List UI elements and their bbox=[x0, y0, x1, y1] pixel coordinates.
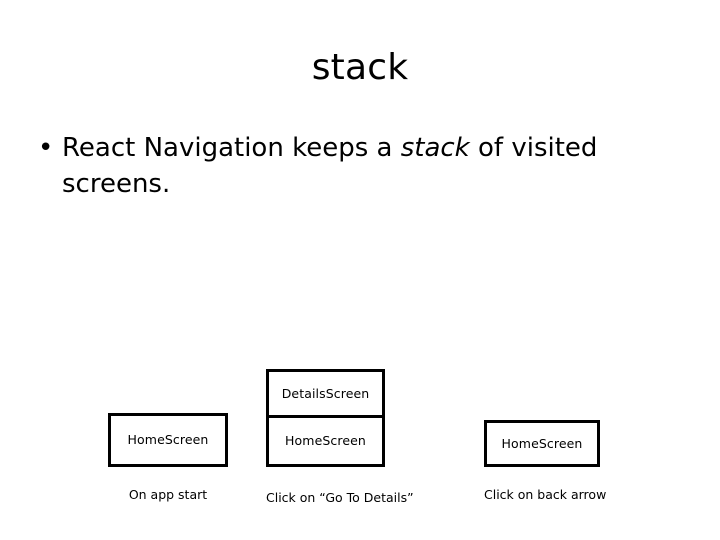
stack-group-back-arrow: HomeScreen Click on back arrow bbox=[484, 420, 607, 503]
stack-frame-homescreen: HomeScreen bbox=[266, 415, 385, 467]
stack-frame-homescreen: HomeScreen bbox=[108, 413, 228, 467]
stack-frames: HomeScreen bbox=[484, 420, 600, 467]
stack-frames: DetailsScreen HomeScreen bbox=[266, 369, 385, 467]
bullet-item: • React Navigation keeps a stack of visi… bbox=[28, 130, 648, 202]
bullet-text-before: React Navigation keeps a bbox=[62, 133, 401, 163]
stack-frame-homescreen: HomeScreen bbox=[484, 420, 600, 467]
stack-group-caption: Click on “Go To Details” bbox=[266, 490, 414, 505]
bullet-text-after: of visited screens. bbox=[62, 133, 598, 199]
stack-frame-detailsscreen: DetailsScreen bbox=[266, 369, 385, 418]
stack-group-on-app-start: HomeScreen On app start bbox=[108, 413, 228, 503]
bullet-text: React Navigation keeps a stack of visite… bbox=[62, 133, 597, 199]
stack-group-caption: On app start bbox=[128, 487, 208, 502]
slide-title: stack bbox=[311, 47, 409, 88]
bullet-marker-icon: • bbox=[38, 133, 54, 163]
stack-group-go-to-details: DetailsScreen HomeScreen Click on “Go To… bbox=[266, 369, 414, 506]
bullet-text-emphasis: stack bbox=[400, 133, 470, 163]
stack-frames: HomeScreen bbox=[108, 413, 228, 467]
stack-group-caption: Click on back arrow bbox=[484, 487, 607, 502]
slide-body-bullet-list: • React Navigation keeps a stack of visi… bbox=[28, 130, 648, 202]
